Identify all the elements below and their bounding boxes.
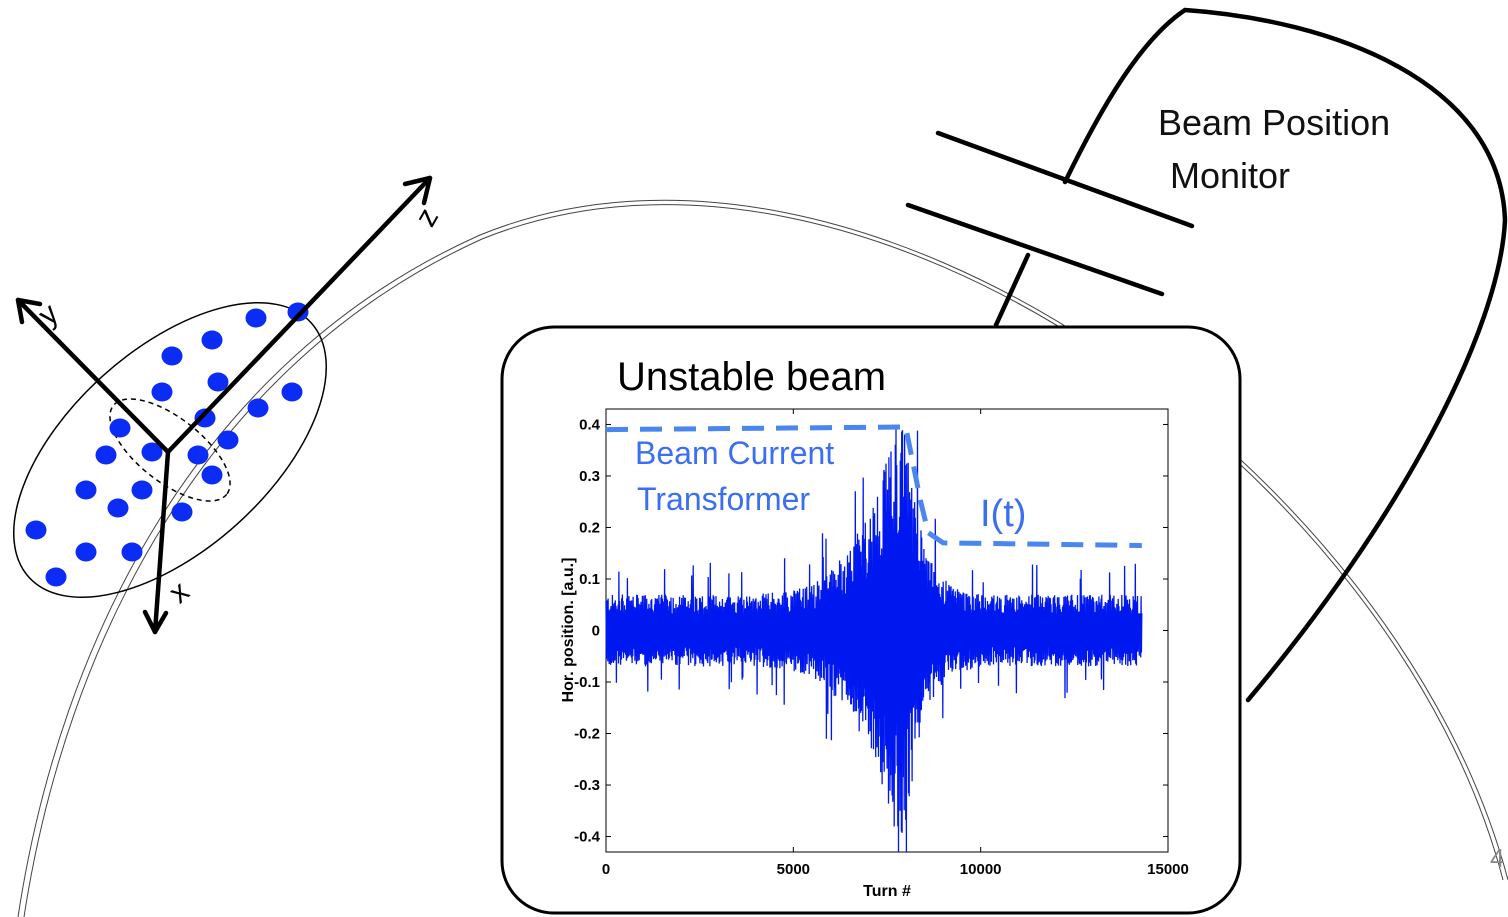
bpm-electrode-lower bbox=[905, 202, 1165, 297]
particle bbox=[194, 408, 216, 428]
z-axis-line bbox=[165, 175, 433, 455]
particle bbox=[75, 480, 97, 500]
y-axis-arrowhead bbox=[15, 297, 43, 325]
chart-current bbox=[605, 424, 1142, 548]
y-axis-line bbox=[15, 297, 171, 455]
particle bbox=[121, 542, 143, 562]
particle bbox=[151, 382, 173, 402]
page-number: 4 bbox=[1490, 843, 1504, 873]
particle bbox=[281, 382, 303, 402]
current-label: I(t) bbox=[980, 493, 1026, 535]
bct-label-line2: Transformer bbox=[637, 481, 810, 517]
y-axis-title: Hor. position. [a.u.] bbox=[560, 558, 577, 703]
bpm-connector bbox=[993, 252, 1031, 328]
y-tick-label: -0.1 bbox=[574, 674, 600, 691]
particle bbox=[287, 302, 309, 322]
beam-current-line bbox=[605, 424, 1142, 548]
particle bbox=[109, 418, 131, 438]
y-tick-label: -0.4 bbox=[574, 829, 601, 846]
x-axis-label: x bbox=[163, 575, 196, 610]
bunch-particles bbox=[25, 302, 309, 587]
particle bbox=[207, 372, 229, 392]
bunch-axes bbox=[15, 175, 433, 635]
z-axis-arrowhead bbox=[402, 175, 433, 206]
x-tick-label: 15000 bbox=[1147, 861, 1189, 878]
particle bbox=[187, 445, 209, 465]
y-tick-label: 0.3 bbox=[579, 468, 600, 485]
particle bbox=[161, 346, 183, 366]
particle bbox=[171, 502, 193, 522]
bct-label-line1: Beam Current bbox=[635, 435, 834, 471]
particle bbox=[75, 542, 97, 562]
x-tick-label: 5000 bbox=[777, 861, 810, 878]
x-axis-title: Turn # bbox=[863, 883, 911, 900]
particle bbox=[217, 430, 239, 450]
accelerator-ring bbox=[17, 199, 1508, 917]
particle bbox=[95, 445, 117, 465]
particle-bunch bbox=[12, 301, 328, 599]
inset-title: Unstable beam bbox=[617, 355, 886, 399]
particle bbox=[131, 480, 153, 500]
x-axis-arrowhead bbox=[142, 609, 169, 635]
position-signal-line bbox=[605, 428, 1143, 853]
beam-position-monitor bbox=[905, 7, 1508, 703]
z-axis-label: z bbox=[409, 203, 445, 232]
x-tick-label: 0 bbox=[602, 861, 610, 878]
particle bbox=[201, 465, 223, 485]
x-axis-line bbox=[152, 449, 171, 635]
bunch-envelope bbox=[12, 301, 328, 599]
particle bbox=[25, 520, 47, 540]
y-axis-label: y bbox=[32, 297, 65, 332]
chart-signal bbox=[605, 428, 1143, 853]
particle bbox=[245, 308, 267, 328]
y-tick-label: 0 bbox=[592, 623, 600, 640]
particle bbox=[201, 330, 223, 350]
bpm-label-line1: Beam Position bbox=[1158, 102, 1390, 143]
y-tick-label: 0.1 bbox=[579, 571, 600, 588]
y-tick-label: 0.4 bbox=[579, 416, 601, 433]
y-tick-label: 0.2 bbox=[579, 519, 600, 536]
bpm-label-line2: Monitor bbox=[1170, 155, 1290, 196]
particle bbox=[247, 398, 269, 418]
y-tick-label: -0.2 bbox=[574, 726, 600, 743]
bpm-cable bbox=[1062, 7, 1508, 703]
x-tick-label: 10000 bbox=[960, 861, 1002, 878]
particle bbox=[141, 442, 163, 462]
y-tick-label: -0.3 bbox=[574, 777, 600, 794]
particle bbox=[107, 498, 129, 518]
bunch-slice bbox=[109, 398, 231, 502]
particle bbox=[45, 567, 67, 587]
